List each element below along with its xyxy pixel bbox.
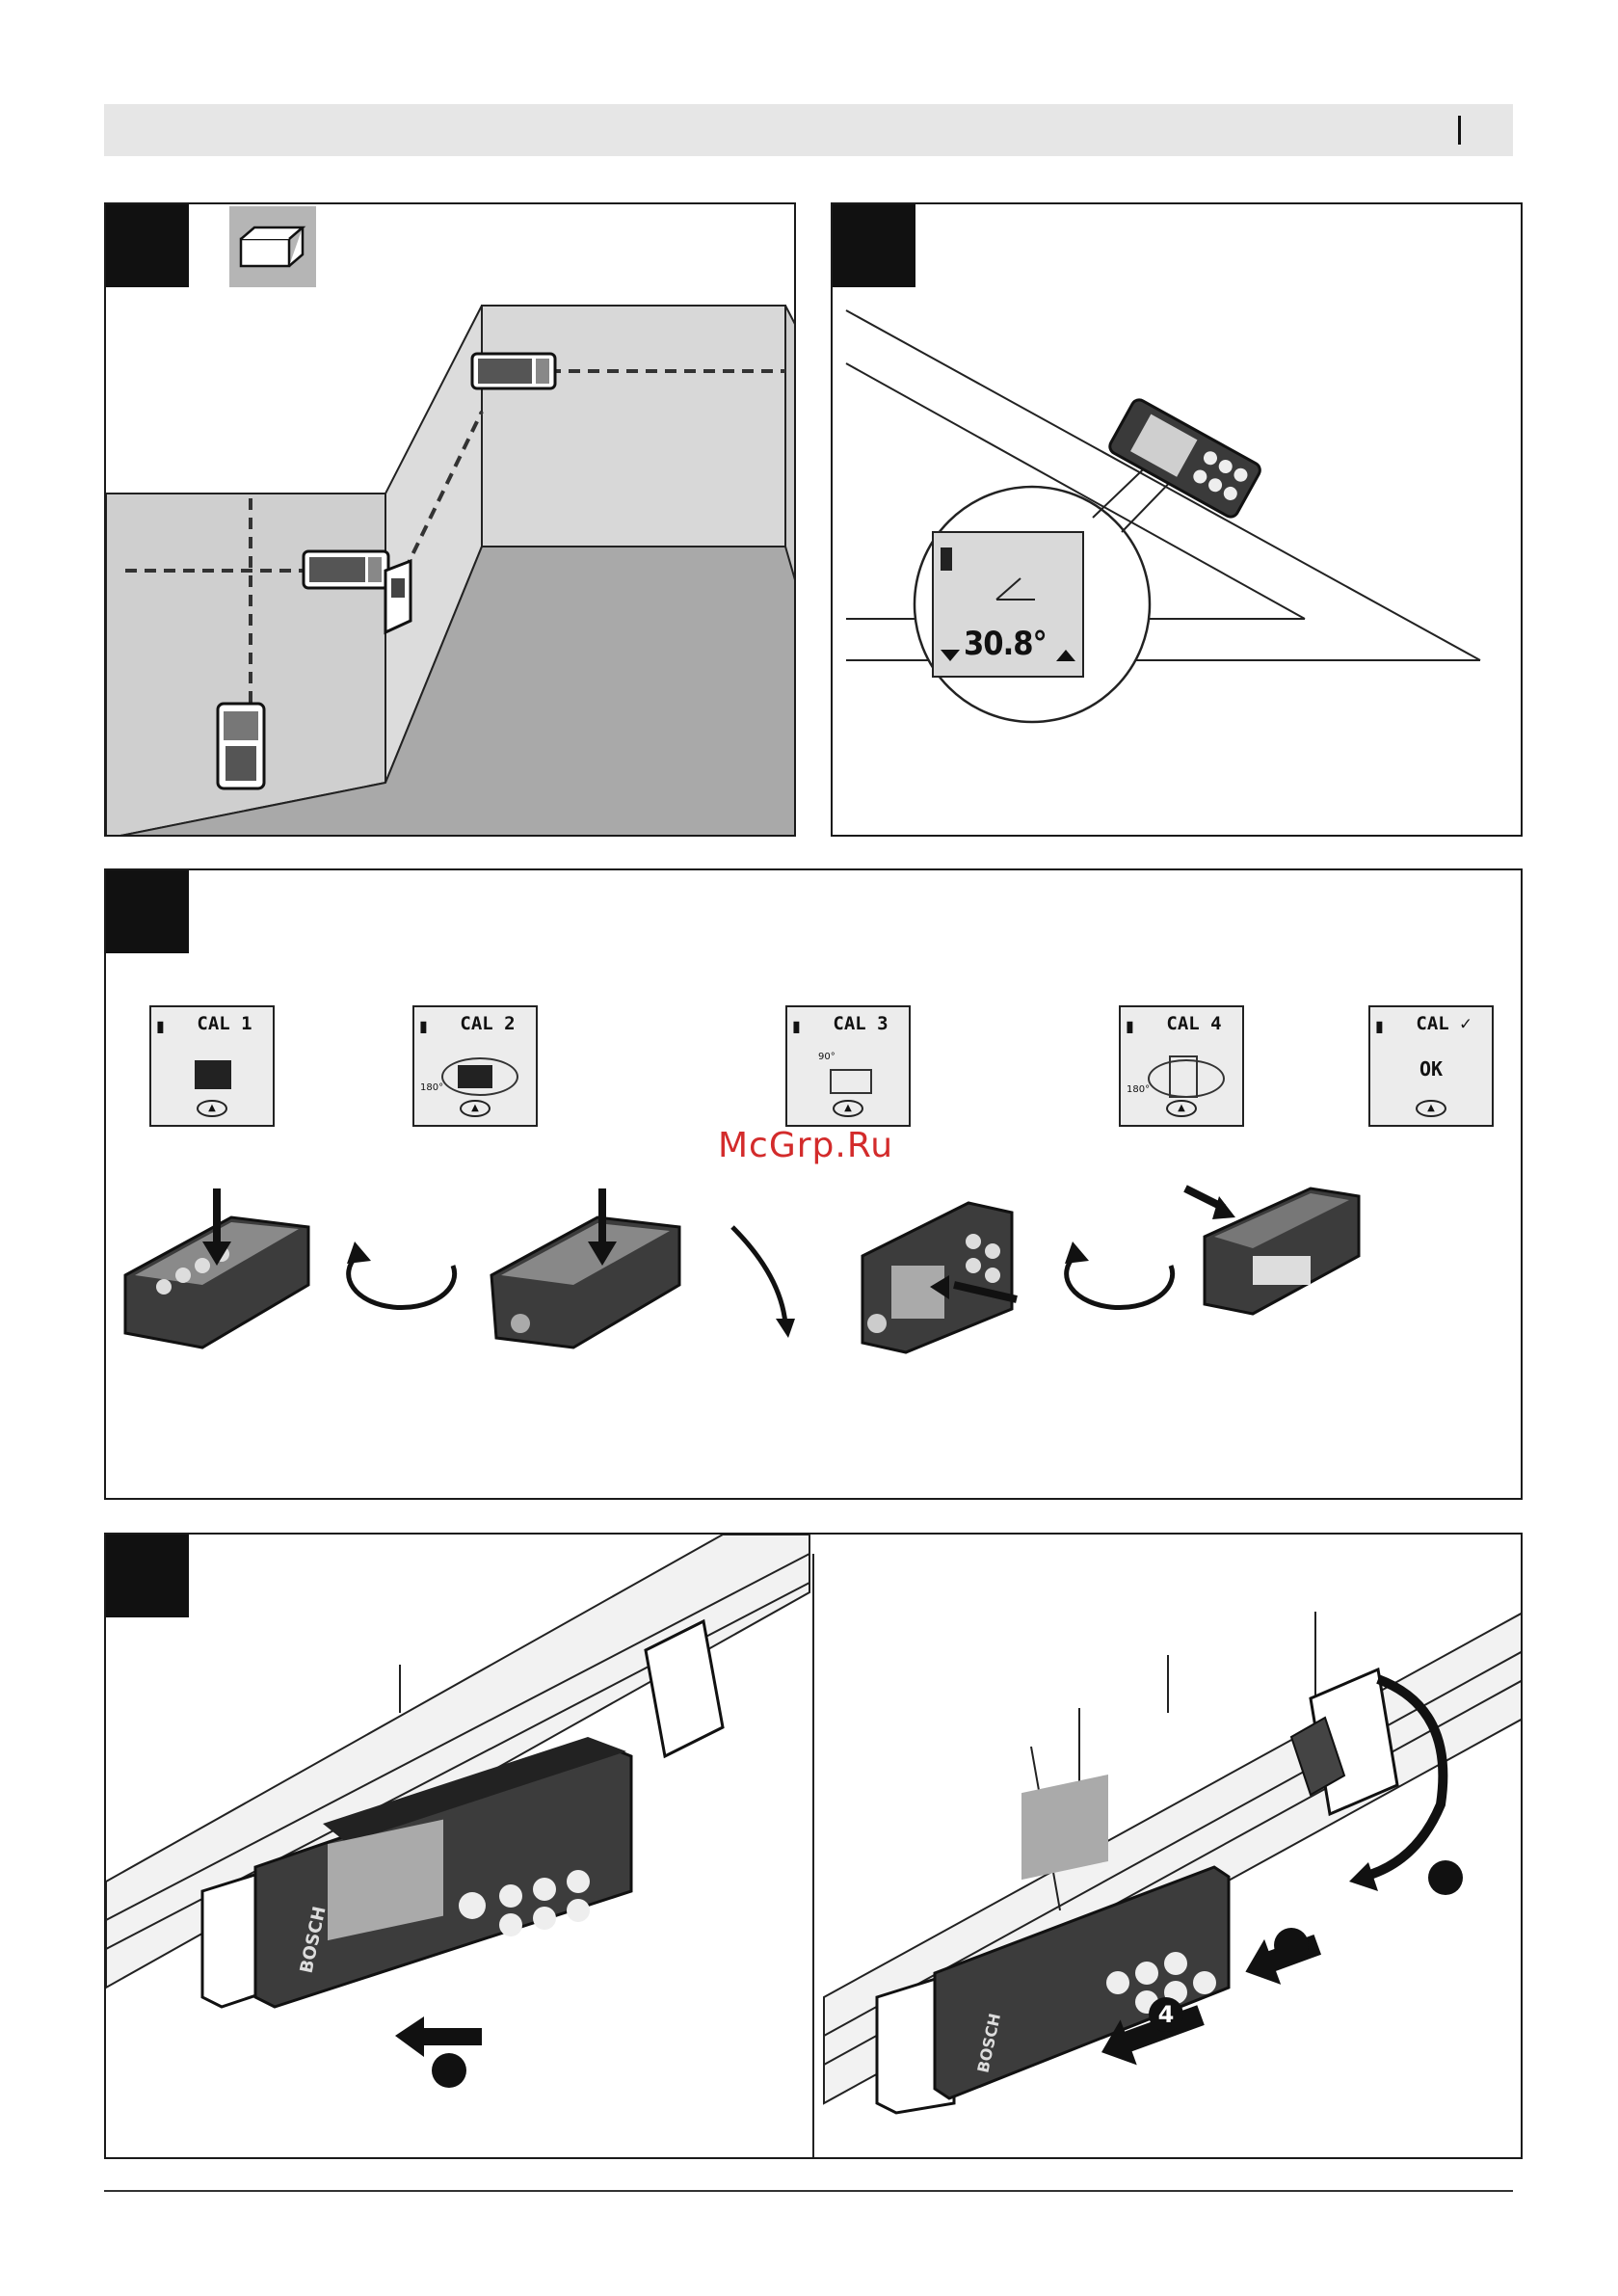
step-badge-2 <box>1428 1860 1463 1895</box>
calibration-steps-illustration <box>106 870 1523 1500</box>
device-top <box>472 354 555 388</box>
step-badge-1 <box>432 2053 466 2088</box>
angle-readout: 30.8° <box>964 625 1060 663</box>
slope-illustration <box>833 204 1523 837</box>
footer-rule <box>104 2190 1513 2192</box>
watermark: McGrp.Ru <box>718 1126 893 1165</box>
room-illustration <box>106 204 796 837</box>
figure-rail-mount: 4 BOSCH BOSCH <box>104 1533 1523 2159</box>
figure-room-measure <box>104 202 796 837</box>
figure-angle-measure: 30.8° <box>831 202 1523 837</box>
figure-calibration: ▮ CAL 1 ▲ ▮ CAL 2 180° ▲ ▮ CAL 3 90° ▲ ▮… <box>104 868 1523 1500</box>
step-badge-3 <box>1274 1928 1309 1962</box>
rail-illustration <box>106 1535 1523 2159</box>
header-bar <box>104 104 1513 156</box>
step-badge-4: 4 <box>1149 1997 1183 2032</box>
page-marker <box>1458 116 1461 145</box>
